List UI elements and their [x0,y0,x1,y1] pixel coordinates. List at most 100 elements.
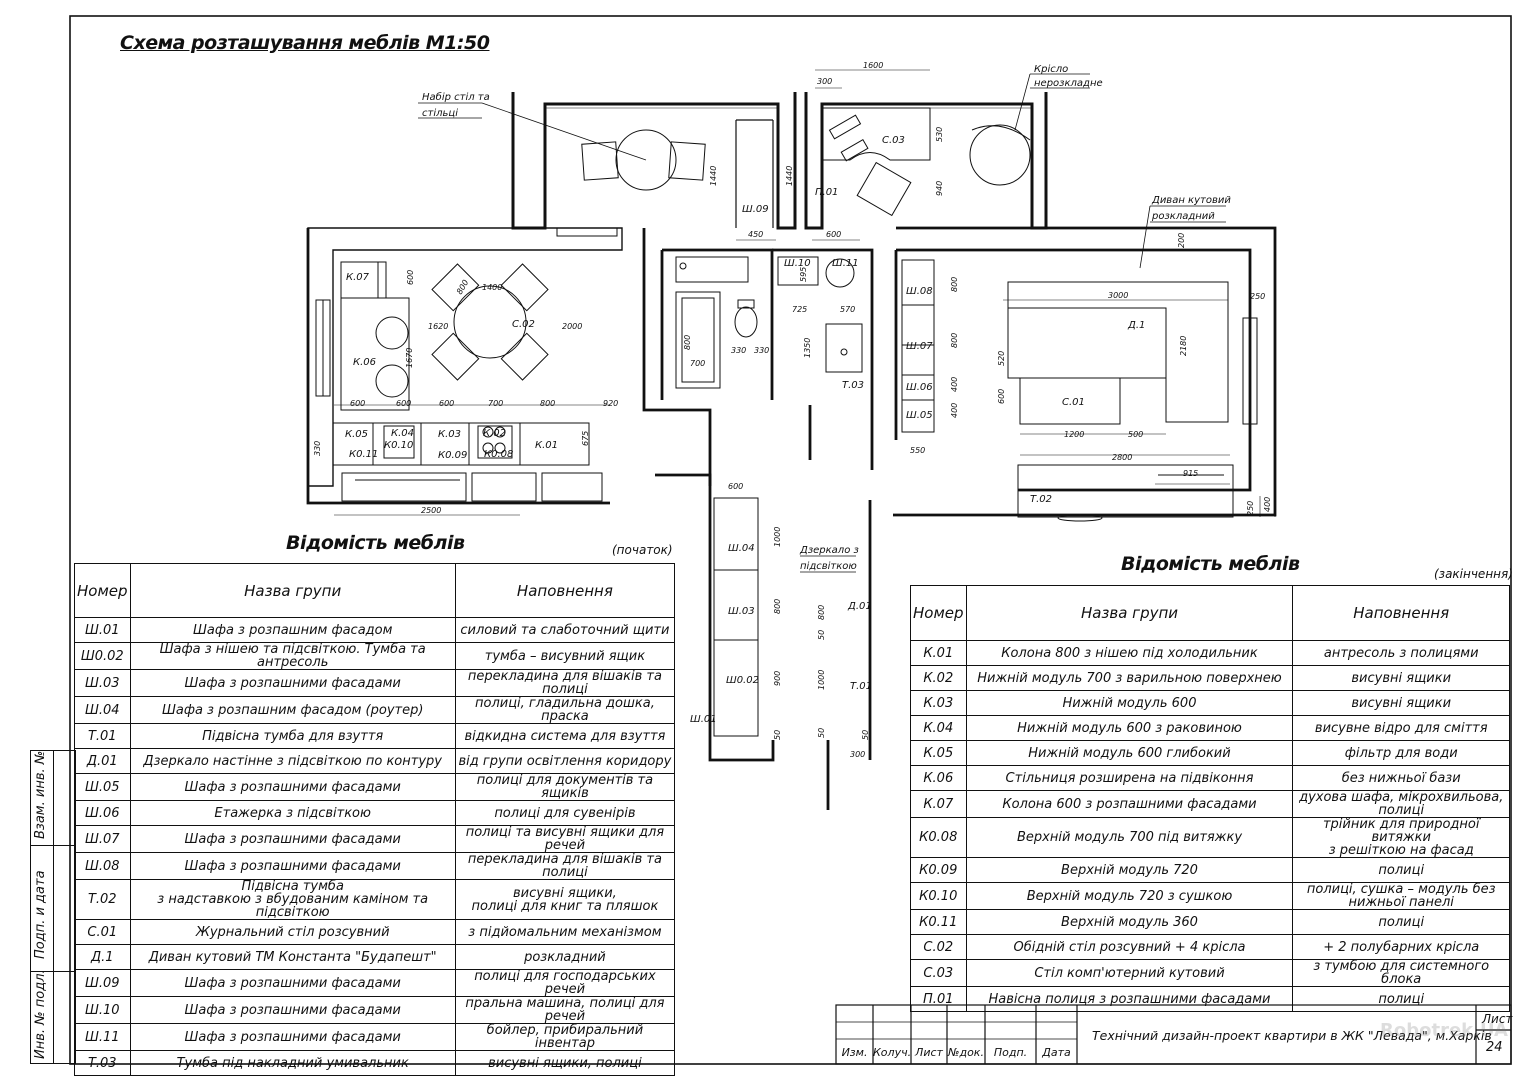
dim-700a: 700 [488,399,503,408]
dim-330c: 330 [754,346,769,355]
row-number: Ш.08 [74,852,131,880]
dim-800f: 800 [773,599,782,614]
windows [315,227,1258,425]
row-number: Ш.09 [74,969,131,997]
row-content: полиці, гладильна дошка, праска [454,696,676,724]
row-content: висувні ящики, полиці [454,1050,676,1076]
label-t01: Т.01 [850,681,872,692]
row-group: Верхній модуль 360 [965,909,1294,935]
dim-1000a: 1000 [773,527,782,547]
row-content: з тумбою для системного блока [1292,959,1510,987]
dim-550: 550 [910,446,925,455]
label-sh07: Ш.07 [906,341,933,352]
row-number: Ш.04 [74,696,131,724]
row-content: силовий та слаботочний щити [454,617,676,643]
row-number: К0.10 [910,882,967,910]
dim-800c: 800 [683,335,692,350]
dim-600b: 600 [406,270,415,285]
dim-1670: 1670 [405,348,414,368]
row-number: К.07 [910,790,967,818]
dim-800g: 800 [817,605,826,620]
row-group: Нижній модуль 700 з варильною поверхнею [965,665,1294,691]
row-number: Т.01 [74,723,131,749]
dim-1440b: 1440 [785,166,794,186]
label-sh08: Ш.08 [906,286,933,297]
dim-1000b: 1000 [817,670,826,690]
row-content: висувне відро для сміття [1292,715,1510,741]
left-table-subtitle: (початок) [612,543,673,557]
label-k008: К0.08 [484,449,513,460]
label-k04: К.04 [391,428,414,439]
dim-450: 450 [748,230,763,239]
dim-600e: 600 [439,399,454,408]
row-group: Підвісна тумба з надставкою з вбудованим… [129,879,456,920]
dimension-lines [334,69,1276,517]
label-c01: С.01 [1062,397,1085,408]
table-header-row: Номер Назва групи Наповнення [74,563,676,618]
label-k03: К.03 [438,429,461,440]
row-content: тумба – висувний ящик [454,642,676,670]
callout-table-set-1: Набір стіл та [422,91,490,103]
label-t03: Т.03 [842,380,864,391]
row-number: Ш.01 [74,617,131,643]
row-content: полиці [1292,909,1510,935]
row-number: К.02 [910,665,967,691]
dim-200: 200 [1177,233,1186,248]
row-number: Д.1 [74,944,131,970]
dim-50a: 50 [773,730,782,740]
label-sh09: Ш.09 [742,204,769,215]
row-number: Ш.06 [74,800,131,826]
stamp-cell-1: Взам. инв. № [33,750,48,839]
project-name: Технічний дизайн-проект квартири в ЖК "Л… [1092,1028,1492,1043]
row-content: з підйомальним механізмом [454,919,676,945]
row-content: полиці для сувенірів [454,800,676,826]
row-number: Ш.03 [74,669,131,697]
dim-1400: 1400 [482,283,502,292]
dim-595: 595 [799,267,808,282]
row-content: бойлер, прибиральний інвентар [454,1023,676,1051]
row-content: висувні ящики, полиці для книг та пляшок [454,879,676,920]
row-content: трійник для природної витяжки з решіткою… [1292,817,1510,858]
row-number: С.03 [910,959,967,987]
label-k010: К0.10 [384,440,413,451]
row-number: К0.08 [910,817,967,858]
row-number: К0.11 [910,909,967,935]
row-content: полиці [1292,857,1510,883]
dim-1600: 1600 [863,61,883,70]
label-k02: К.02 [483,428,506,439]
label-sh11: Ш.11 [832,258,859,269]
right-table-subtitle: (закінчення) [1434,567,1513,581]
label-sh04: Ш.04 [728,543,755,554]
dim-915: 915 [1183,469,1198,478]
col-podp: Подп. [993,1046,1028,1059]
wardrobes [713,259,935,737]
row-group: Шафа з розпашними фасадами [129,669,456,697]
dim-675: 675 [581,431,590,446]
row-number: Т.03 [74,1050,131,1076]
label-sh10: Ш.10 [784,258,811,269]
dim-2500: 2500 [421,506,441,515]
label-c02: С.02 [512,319,535,330]
col-koluch: Колуч. [873,1046,912,1059]
balcony-furniture [581,107,1031,217]
row-group: Нижній модуль 600 з раковиною [965,715,1294,741]
plan-title: Схема розташування меблів М1:50 [120,32,490,54]
kitchen-furniture [332,261,603,502]
row-content: від групи освітлення коридору [454,748,676,774]
row-group: Шафа з розпашним фасадом [129,617,456,643]
dim-800b: 800 [540,399,555,408]
label-k01: К.01 [535,440,558,451]
left-table-title: Відомість меблів [286,532,465,554]
dim-250b: 250 [1246,501,1255,516]
